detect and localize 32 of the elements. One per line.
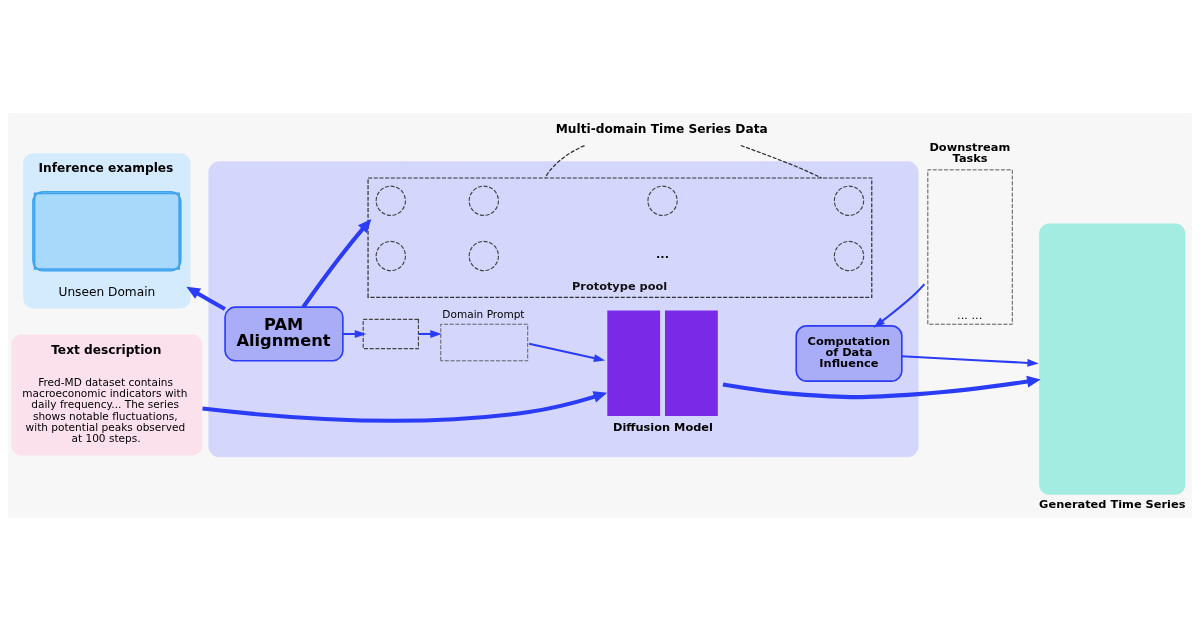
node-box xyxy=(1039,223,1186,495)
node-box: Computation of Data Influence xyxy=(795,324,903,382)
arrow xyxy=(186,286,226,311)
node-box: Text description Fred-MD dataset contains macroeconomic indicators with daily frequency... The series shows notable fluctuations, with potential peaks observed at 100 steps. xyxy=(11,333,203,455)
connector xyxy=(740,144,823,179)
arrow xyxy=(202,390,608,423)
node-circle xyxy=(468,240,499,271)
arrow xyxy=(722,375,1041,399)
node-box: ... ... xyxy=(927,168,1013,325)
arrow xyxy=(901,354,1039,367)
connector xyxy=(544,144,586,179)
label: ... xyxy=(656,246,670,261)
cluster xyxy=(208,160,919,457)
node-box xyxy=(440,323,529,361)
node-label: Diffusion Model xyxy=(613,419,713,434)
arrow xyxy=(873,282,926,328)
node-text: Multi-domain Time Series Data xyxy=(555,121,768,136)
node-box: Inference examples Unseen Domain xyxy=(23,152,191,308)
node-label: Generated Time Series xyxy=(1039,496,1186,511)
node-circle xyxy=(833,240,865,271)
node-circle xyxy=(833,185,865,216)
node-label: Domain Prompt xyxy=(442,307,525,320)
node-circle xyxy=(647,185,678,216)
arrow xyxy=(528,342,606,362)
node-box xyxy=(362,318,419,349)
node-circle xyxy=(375,240,406,271)
node-circle xyxy=(468,185,499,216)
arrow xyxy=(301,218,372,308)
node-circle xyxy=(375,185,406,216)
node-box: PAM Alignment xyxy=(224,305,344,362)
arrow xyxy=(342,329,367,338)
node-label: Downstream Tasks xyxy=(929,139,1011,165)
